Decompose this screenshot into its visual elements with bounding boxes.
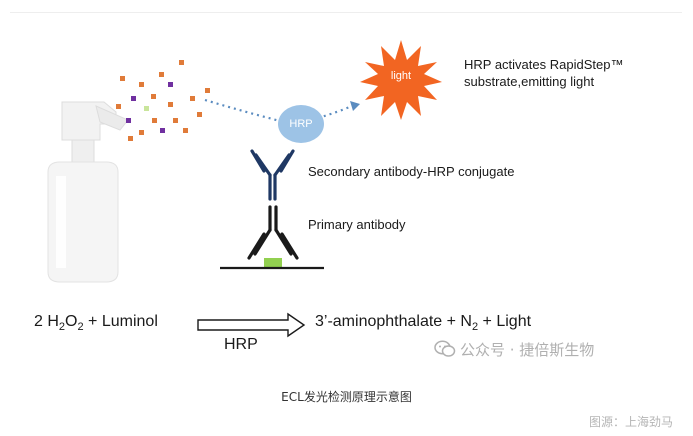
equation-catalyst: HRP <box>224 336 258 353</box>
hrp-enzyme-circle <box>278 105 324 143</box>
spray-particles <box>116 60 210 141</box>
hrp-to-light-arrow <box>317 104 353 120</box>
light-word: light <box>390 70 412 82</box>
equation-reactants: 2 H2O2 + Luminol <box>34 313 158 333</box>
hrp-activates-label: HRP activates RapidStep™ substrate,emitt… <box>464 57 624 89</box>
figure-caption: ECL发光检测原理示意图 <box>281 390 412 404</box>
wechat-icon <box>434 340 456 362</box>
reaction-arrow-icon <box>197 312 306 338</box>
primary-antibody-icon <box>247 205 299 260</box>
equation-products: 3’-aminophthalate + N2 + Light <box>315 313 532 333</box>
secondary-antibody-label: Secondary antibody-HRP conjugate <box>308 164 515 179</box>
hrp-circle-label: HRP <box>289 118 313 130</box>
primary-antibody-label: Primary antibody <box>308 217 406 232</box>
watermark: 公众号 · 捷倍斯生物 <box>434 339 594 362</box>
spray-bottle-icon <box>47 101 129 283</box>
spray-to-hrp-arrow <box>204 98 285 124</box>
light-starburst-icon <box>360 40 442 120</box>
image-source: 图源：上海劲马 <box>588 415 673 429</box>
secondary-antibody-icon <box>250 149 295 201</box>
diagram-frame <box>10 12 682 377</box>
antigen-block <box>264 258 282 267</box>
